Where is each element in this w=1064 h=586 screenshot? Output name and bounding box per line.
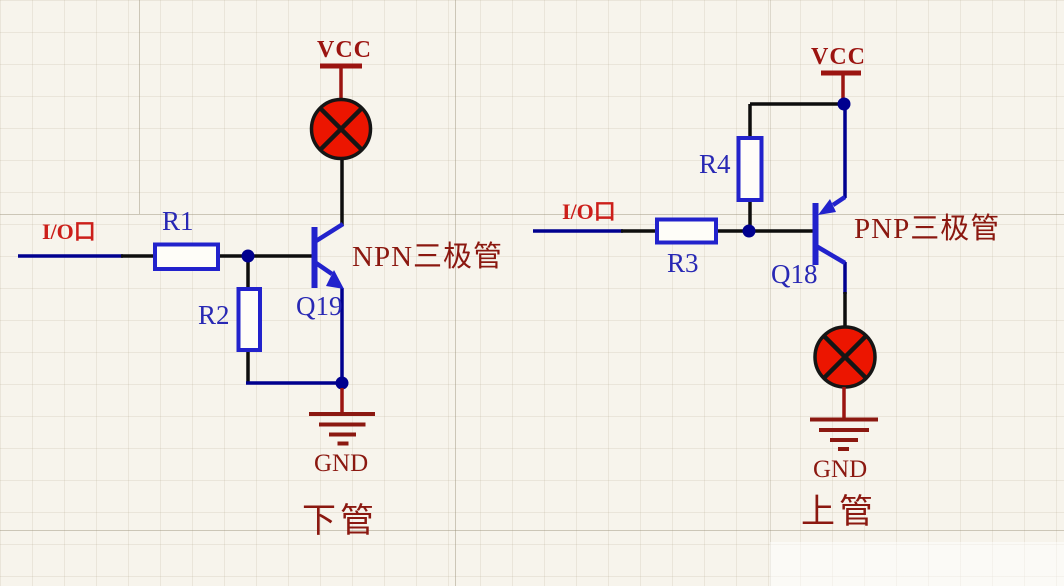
grid-major-line bbox=[0, 214, 1064, 215]
resistor-r4-label: R4 bbox=[699, 149, 731, 179]
npn-circuit bbox=[18, 63, 375, 446]
grid-major-line bbox=[139, 0, 140, 214]
high-side-caption: 上管 bbox=[801, 494, 877, 531]
resistor-r2-label: R2 bbox=[198, 300, 230, 330]
resistor-r1-label: R1 bbox=[162, 206, 194, 236]
junction-dot bbox=[742, 224, 756, 238]
vcc-label: VCC bbox=[317, 37, 372, 63]
gnd-ground-icon bbox=[810, 387, 878, 451]
grid-major-line bbox=[455, 0, 456, 586]
transistor-emitter-line bbox=[831, 195, 847, 207]
gnd-label: GND bbox=[813, 456, 868, 483]
pnp-circuit bbox=[533, 70, 878, 451]
watermark-patch bbox=[770, 542, 1064, 586]
lamp-indicator-icon bbox=[309, 97, 373, 161]
resistor-r3-label: R3 bbox=[667, 248, 699, 278]
transistor-emitter-line bbox=[314, 261, 334, 276]
vcc-power-icon bbox=[320, 63, 362, 100]
vcc-label: VCC bbox=[811, 44, 866, 70]
pnp-type-label: PNP三极管 bbox=[854, 213, 1001, 245]
npn-transistor-symbol bbox=[311, 222, 345, 289]
transistor-base-bar bbox=[812, 203, 819, 265]
low-side-caption: 下管 bbox=[302, 503, 378, 540]
grid-major-line bbox=[770, 0, 771, 586]
transistor-q18-label: Q18 bbox=[771, 259, 818, 289]
transistor-emitter-arrow-icon bbox=[818, 199, 836, 215]
resistor-r4 bbox=[736, 136, 764, 202]
gnd-ground-icon bbox=[309, 388, 375, 446]
io-port-label: I/O口 bbox=[42, 219, 96, 244]
resistor-r3 bbox=[655, 217, 718, 245]
junction-dot bbox=[335, 376, 349, 390]
transistor-emitter-arrow-icon bbox=[326, 270, 344, 289]
transistor-collector-line bbox=[814, 244, 847, 265]
junction-dot bbox=[837, 97, 851, 111]
io-port-label: I/O口 bbox=[562, 199, 616, 224]
transistor-collector-line bbox=[314, 222, 345, 243]
vcc-power-icon bbox=[821, 70, 861, 101]
transistor-q19-label: Q19 bbox=[296, 291, 343, 321]
lamp-x-line bbox=[822, 334, 868, 380]
lamp-x-line bbox=[318, 106, 364, 152]
lamp-indicator-icon bbox=[813, 325, 877, 389]
junction-dot bbox=[241, 249, 255, 263]
grid-major-line bbox=[0, 530, 1064, 531]
resistor-r2 bbox=[236, 287, 262, 352]
transistor-base-bar bbox=[311, 227, 318, 288]
npn-type-label: NPN三极管 bbox=[352, 241, 504, 273]
resistor-r1 bbox=[153, 242, 220, 271]
pnp-transistor-symbol bbox=[812, 195, 847, 265]
gnd-label: GND bbox=[314, 450, 369, 477]
